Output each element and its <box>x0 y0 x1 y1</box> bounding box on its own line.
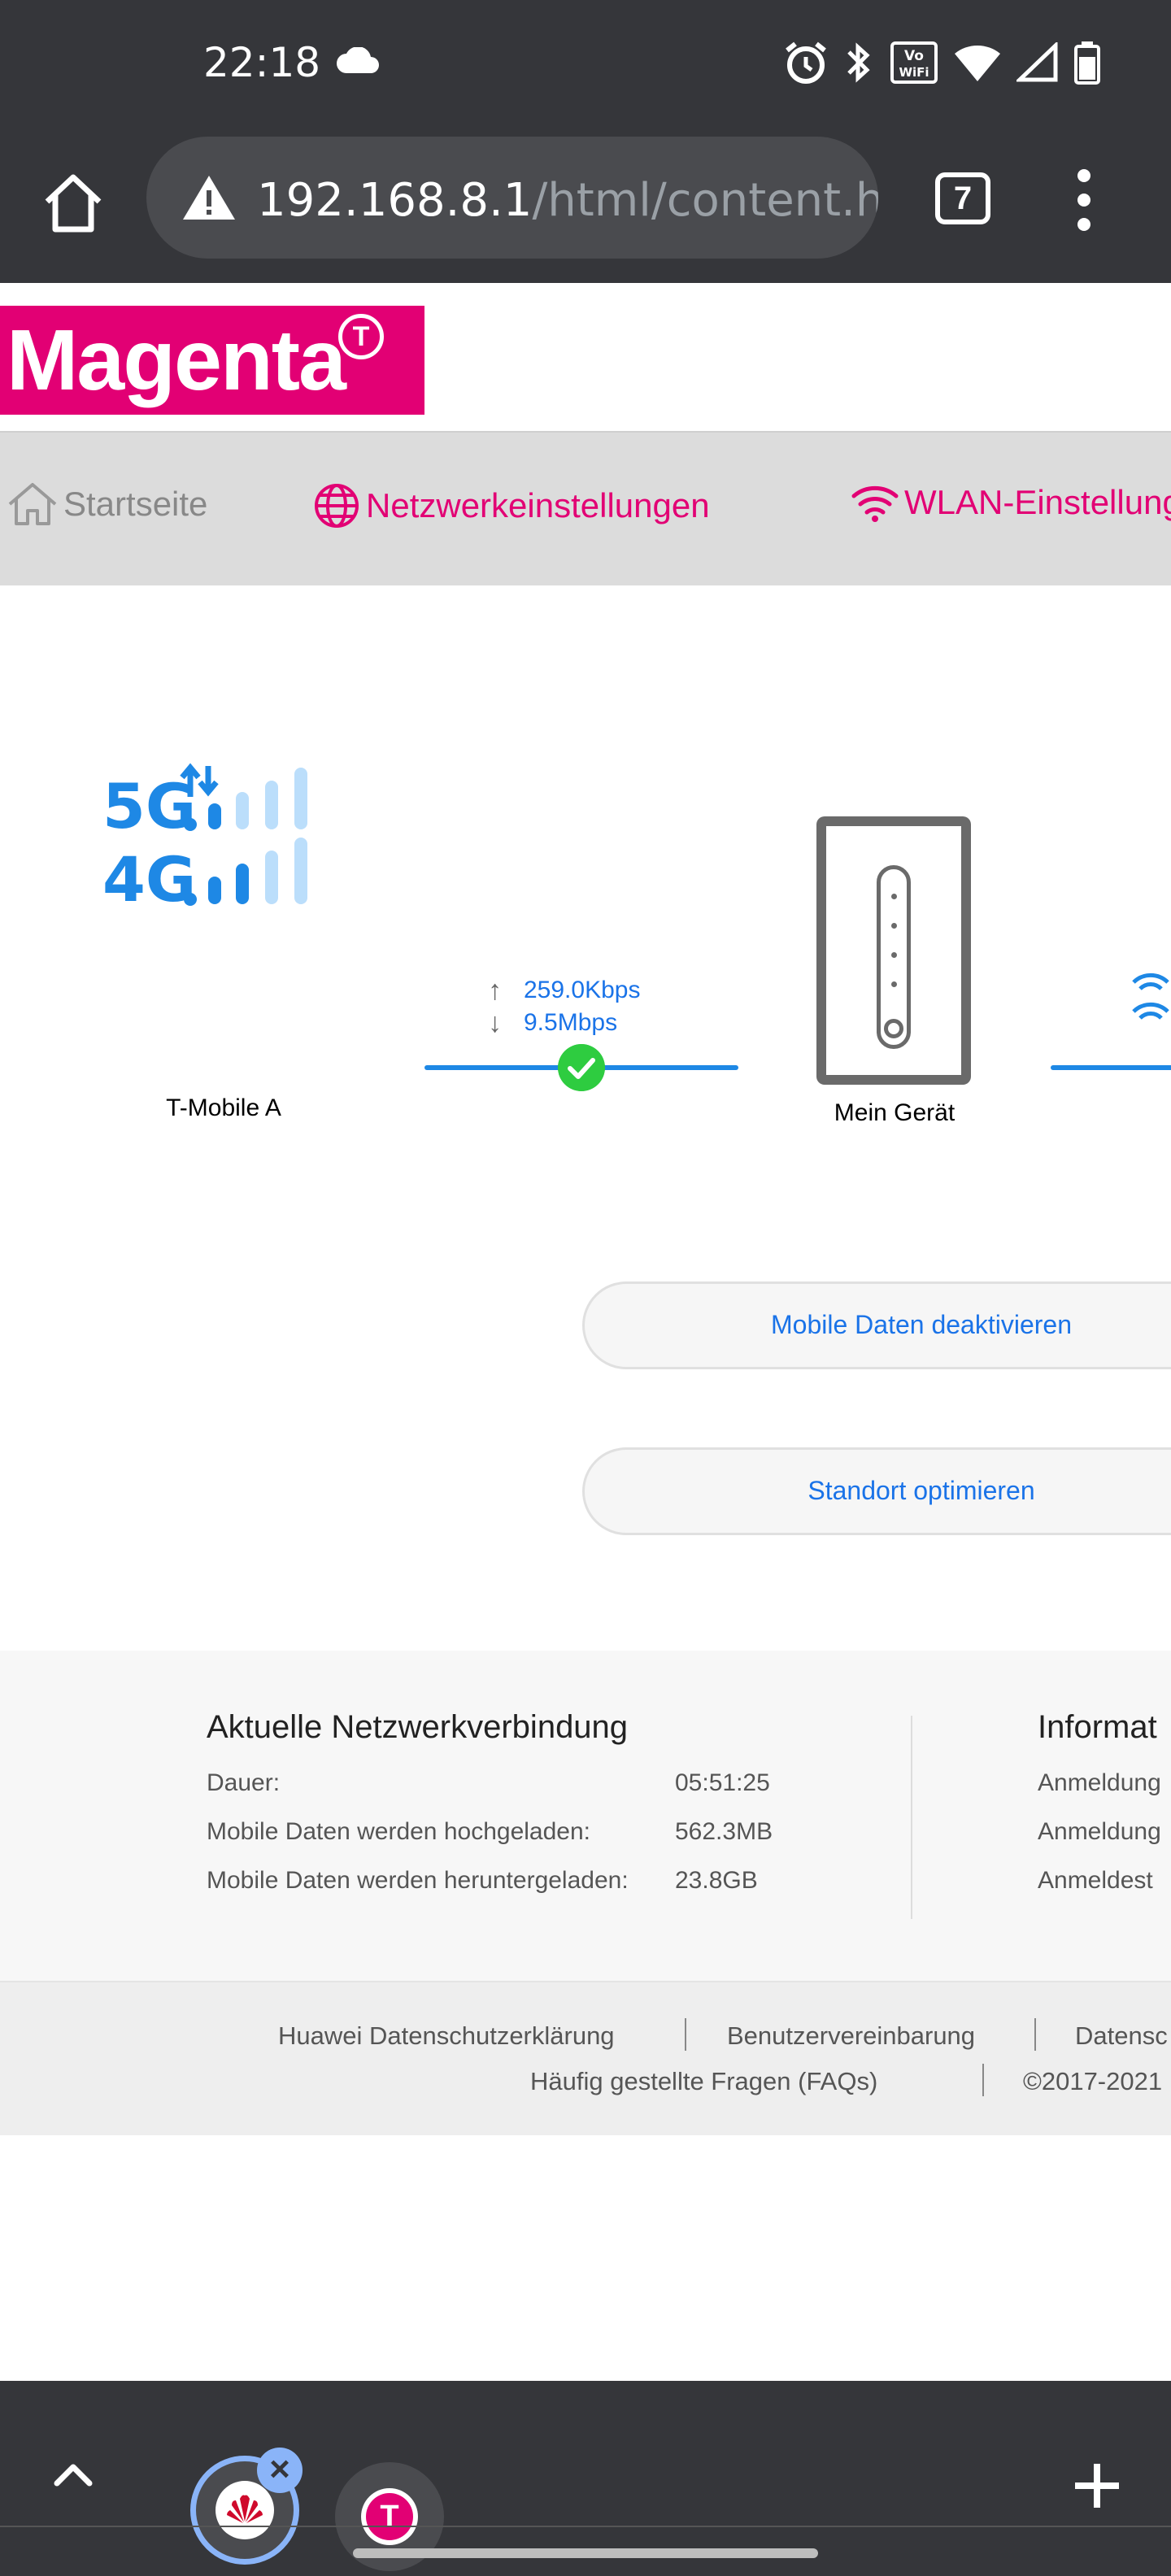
optimize-location-button[interactable]: Standort optimieren <box>582 1447 1171 1535</box>
device-label: Mein Gerät <box>834 1099 956 1126</box>
nav-label-netzwerkeinstellungen: Netzwerkeinstellungen <box>366 486 710 524</box>
url-text[interactable]: 192.168.8.1/html/content.h <box>257 174 878 227</box>
info-value: 562.3MB <box>675 1818 773 1845</box>
house-icon <box>8 483 57 525</box>
upload-rate: 259.0Kbps <box>524 977 641 1003</box>
browser-toolbar: 192.168.8.1/html/content.h 7 <box>0 130 1171 283</box>
status-bar: 22:18 Vo WiFi <box>0 0 1171 130</box>
telekom-logo-icon: T <box>366 2493 413 2540</box>
provider-label: T-Mobile A <box>166 1094 281 1121</box>
svg-text:4G: 4G <box>102 843 196 916</box>
svg-text:5G: 5G <box>102 770 196 842</box>
footer-separator <box>685 2018 686 2051</box>
gesture-handle[interactable] <box>353 2548 818 2558</box>
connection-title: Aktuelle Netzwerkverbindung <box>207 1709 629 1745</box>
5g-4g-signal-icon: 5G 4G <box>102 763 307 916</box>
connection-diagram: 5G 4G T-Mobile A ↑ 259.0Kbps ↓ 9.5Mbps <box>0 763 1171 1186</box>
new-tab-plus-icon[interactable] <box>1072 2461 1122 2511</box>
upload-arrow-icon: ↑ <box>488 974 502 1006</box>
copyright-text: ©2017-2021 <box>1023 2067 1163 2095</box>
close-tab-icon[interactable]: × <box>257 2448 303 2493</box>
information-row: Anmeldung <box>1038 1818 1161 1845</box>
terms-link[interactable]: Benutzervereinbarung <box>727 2021 976 2050</box>
wifi-connection-line <box>1051 1065 1171 1070</box>
signal-icon <box>1016 42 1058 82</box>
web-page: Magenta T Startseite Netzwerkeinstellung… <box>0 283 1171 2381</box>
footer-separator <box>982 2064 984 2096</box>
info-divider <box>911 1716 912 1919</box>
download-rate: 9.5Mbps <box>524 1009 618 1036</box>
privacy-link[interactable]: Huawei Datenschutzerklärung <box>278 2021 615 2050</box>
page-footer: Huawei Datenschutzerklärung Benutzervere… <box>0 1981 1171 2135</box>
status-time: 22:18 <box>203 39 321 86</box>
upload-rate-row: ↑ 259.0Kbps <box>488 974 640 1007</box>
information-row: Anmeldung <box>1038 1769 1161 1796</box>
download-arrow-icon: ↓ <box>488 1007 502 1038</box>
wifi-clients-icon <box>1132 973 1169 1020</box>
cloud-icon <box>337 47 379 73</box>
globe-icon <box>315 484 359 528</box>
info-value: 05:51:25 <box>675 1769 770 1796</box>
battery-icon <box>1074 41 1100 85</box>
data-protection-link[interactable]: Datensc <box>1075 2021 1168 2050</box>
bar-divider <box>0 2526 1171 2527</box>
nav-item-wlan-einstellungen[interactable]: WLAN-Einstellung <box>851 481 1171 524</box>
info-label: Dauer: <box>207 1769 281 1796</box>
transfer-rates: ↑ 259.0Kbps ↓ 9.5Mbps <box>488 974 640 1039</box>
info-row: Mobile Daten werden hochgeladen: 562.3MB <box>207 1818 922 1846</box>
alarm-icon <box>786 41 826 84</box>
nav-label-wlan: WLAN-Einstellung <box>904 483 1171 521</box>
nav-label-startseite: Startseite <box>63 485 208 523</box>
telekom-t-mark: T <box>338 314 384 359</box>
download-rate-row: ↓ 9.5Mbps <box>488 1007 640 1039</box>
info-value: 23.8GB <box>675 1867 758 1894</box>
address-bar[interactable]: 192.168.8.1/html/content.h <box>146 137 878 259</box>
tab-huawei[interactable] <box>190 2456 299 2565</box>
info-row: Mobile Daten werden heruntergeladen: 23.… <box>207 1867 922 1895</box>
information-title: Informat <box>1038 1709 1157 1745</box>
logo-text: Magenta <box>7 312 346 408</box>
magenta-logo[interactable]: Magenta T <box>0 306 424 415</box>
information-row: Anmeldest <box>1038 1867 1153 1894</box>
bluetooth-icon <box>847 42 870 83</box>
faq-link[interactable]: Häufig gestellte Fragen (FAQs) <box>530 2067 878 2095</box>
footer-separator <box>1034 2018 1036 2051</box>
home-icon[interactable] <box>39 169 107 237</box>
nav-item-netzwerkeinstellungen[interactable]: Netzwerkeinstellungen <box>312 481 710 530</box>
warning-icon[interactable] <box>181 172 237 223</box>
check-icon <box>558 1044 605 1091</box>
more-menu-icon[interactable] <box>1072 169 1096 234</box>
tab-switcher-button[interactable]: 7 <box>935 172 990 224</box>
disable-mobile-data-label: Mobile Daten deaktivieren <box>771 1310 1072 1339</box>
wifi-icon <box>955 45 1000 81</box>
optimize-location-label: Standort optimieren <box>808 1476 1035 1505</box>
connection-info-panel: Aktuelle Netzwerkverbindung Dauer: 05:51… <box>0 1651 1171 1981</box>
nav-item-startseite[interactable]: Startseite <box>7 481 207 527</box>
url-path: /html/content.h <box>532 174 878 227</box>
main-nav: Startseite Netzwerkeinstellungen WLAN-Ei… <box>0 431 1171 585</box>
disable-mobile-data-button[interactable]: Mobile Daten deaktivieren <box>582 1281 1171 1369</box>
bottom-tab-bar: × T <box>0 2381 1171 2576</box>
router-device-icon[interactable] <box>816 816 971 1085</box>
wifi-icon <box>851 485 899 522</box>
vowifi-icon: Vo WiFi <box>890 41 938 84</box>
info-row: Dauer: 05:51:25 <box>207 1769 922 1797</box>
svg-text:WiFi: WiFi <box>899 65 929 80</box>
info-label: Mobile Daten werden heruntergeladen: <box>207 1867 629 1894</box>
url-host: 192.168.8.1 <box>257 174 533 227</box>
status-icons: Vo WiFi <box>784 41 1101 85</box>
chevron-up-icon[interactable] <box>49 2456 98 2491</box>
svg-text:Vo: Vo <box>904 48 924 64</box>
info-label: Mobile Daten werden hochgeladen: <box>207 1818 590 1845</box>
huawei-logo-icon <box>227 2495 263 2523</box>
